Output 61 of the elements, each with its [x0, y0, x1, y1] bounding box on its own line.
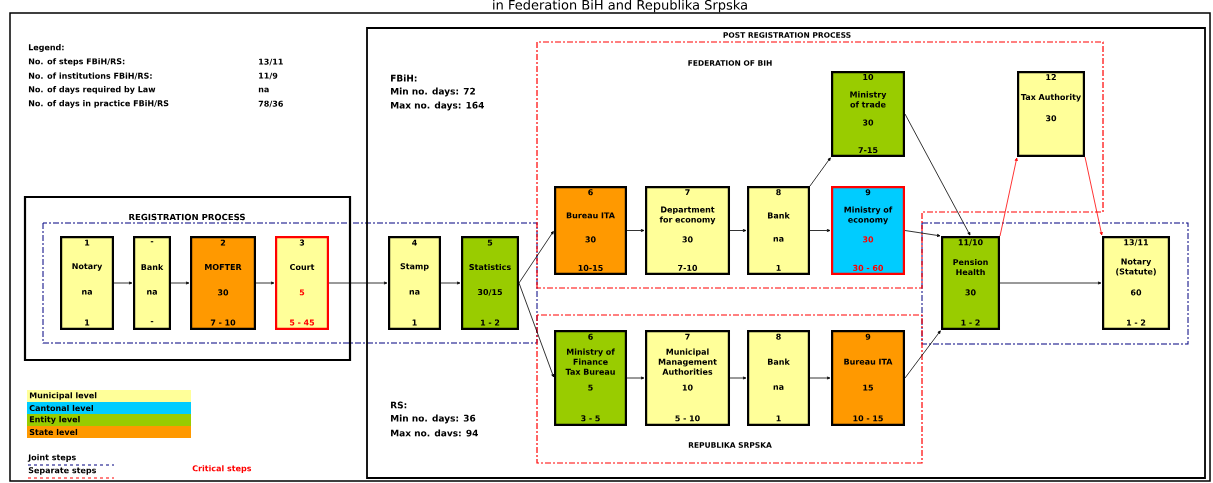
note-text: No. of days required by Law: [28, 86, 156, 94]
process-box: 11/10 Pension Health 30 1 - 2: [941, 236, 1000, 330]
legend-label: Entity level: [29, 416, 80, 424]
arrow: [1084, 156, 1103, 236]
note-text: 13/11: [259, 58, 283, 66]
arrow: [904, 330, 941, 379]
process-box: 7 Municipal Management Authorities 10 5 - 10: [645, 330, 730, 426]
arrow: [809, 376, 831, 380]
note-text: No. of steps FBiH/RS:: [28, 58, 125, 66]
arrow: [904, 113, 971, 236]
arrow: [999, 281, 1102, 285]
note-text: FBiH:: [391, 74, 417, 82]
arrow: [729, 376, 747, 380]
note-text: No. of days in practice FBiH/RS: [28, 100, 169, 108]
legend-label: Critical steps: [192, 465, 252, 473]
arrow: [518, 231, 554, 284]
process-box: 6 Ministry of Finance Tax Bureau 5 3 - 5: [554, 330, 627, 426]
note-text: Min no. days: 72: [391, 87, 475, 97]
process-box: 9 Ministry of economy 30 30 - 60: [831, 186, 905, 275]
arrow: [440, 281, 461, 285]
legend-label: State level: [29, 428, 78, 436]
arrow: [809, 157, 831, 187]
process-box: 2 MOFTER 30 7 - 10: [190, 236, 256, 330]
note-text: Max no. days: 164: [391, 101, 484, 111]
arrow: [626, 229, 645, 232]
process-box: 12 Tax Authority 30: [1017, 71, 1085, 157]
note-text: Max no. davs: 94: [391, 429, 478, 437]
process-box: 13/11 Notary (Statute) 60 1 - 2: [1102, 236, 1170, 330]
note-text: Min no. days: 36: [391, 414, 476, 424]
arrow: [170, 281, 190, 285]
arrow: [999, 157, 1018, 237]
note-text: Legend:: [28, 44, 64, 52]
process-box: 8 Bank na 1: [747, 186, 810, 275]
legend-label: Municipal level: [29, 392, 97, 400]
arrow: [809, 229, 831, 232]
legend-label: Joint steps: [27, 454, 76, 462]
note-text: na: [258, 87, 269, 93]
arrow: [518, 282, 555, 378]
arrow: [255, 281, 275, 285]
process-box: 6 Bureau ITA 30 10-15: [554, 186, 627, 275]
title: in Federation BiH and Republika Srpska: [493, 0, 747, 13]
note-text: No. of institutions FBiH/RS:: [28, 72, 152, 80]
process-box: 9 Bureau ITA 15 10 - 15: [831, 330, 905, 426]
note-text: 78/36: [258, 100, 283, 108]
process-box: 7 Department for economy 30 7-10: [645, 186, 730, 275]
arrow: [729, 229, 747, 232]
process-box: 4 Stamp na 1: [388, 236, 441, 330]
arrow: [626, 376, 645, 380]
process-box: - Bank na -: [133, 236, 171, 330]
arrow: [113, 281, 133, 285]
note-text: RS:: [391, 401, 407, 409]
process-box: 10 Ministry of trade 30 7-15: [831, 71, 905, 157]
note-text: 11/9: [259, 72, 278, 80]
arrow: [904, 230, 941, 237]
arrow: [328, 281, 388, 285]
legend-label: Separate steps: [28, 467, 96, 475]
legend-label: Cantonal level: [29, 404, 93, 412]
process-box: 1 Notary na 1: [60, 236, 114, 330]
process-box: 3 Court 5 5 - 45: [275, 236, 329, 330]
process-box: 5 Statistics 30/15 1 - 2: [461, 236, 519, 330]
process-box: 8 Bank na 1: [747, 330, 810, 426]
